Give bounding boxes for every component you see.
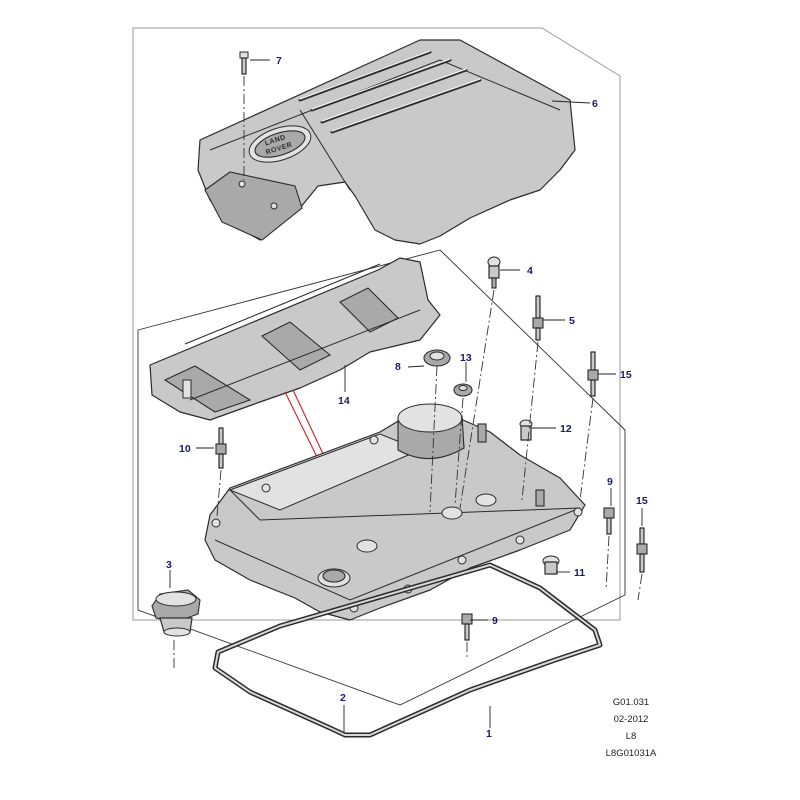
bolt-9-lower (461, 613, 473, 641)
spacer-11 (542, 555, 560, 575)
callout-15-upper: 15 (620, 369, 632, 381)
oil-filler-cap (151, 589, 201, 637)
seal-ring-8 (423, 349, 451, 367)
bolt-9-right (603, 507, 615, 535)
bolt-10 (215, 427, 227, 469)
callout-1: 1 (486, 728, 492, 740)
callout-13: 13 (460, 352, 472, 364)
engine-cover (197, 39, 576, 245)
assembly-frame-upper (132, 27, 621, 621)
callout-12: 12 (560, 423, 572, 435)
ref-date: 02-2012 (613, 714, 649, 725)
callout-6: 6 (592, 98, 598, 110)
callout-8: 8 (395, 361, 401, 373)
stud-bolt-15-lower (636, 527, 648, 573)
callout-9-lower: 9 (492, 615, 498, 627)
oil-baffle (149, 257, 441, 421)
cover-gasket (212, 562, 603, 738)
grommet-13 (453, 383, 473, 397)
callout-9-right: 9 (607, 476, 613, 488)
ref-model: L8 (625, 731, 637, 742)
centerline-bolt-9-right (605, 535, 610, 591)
callout-2: 2 (340, 692, 346, 704)
ref-illustration-code: L8G01031A (605, 748, 657, 759)
callout-4: 4 (527, 265, 533, 277)
callout-5: 5 (569, 315, 575, 327)
camshaft-cover (204, 403, 586, 621)
cover-bolt (239, 51, 249, 75)
centerline-bolt-10 (216, 469, 222, 517)
ref-group-code: G01.031 (612, 697, 650, 708)
callout-10: 10 (179, 443, 191, 455)
plug-12 (519, 419, 533, 441)
stud-bolt-15-upper (587, 351, 599, 397)
centerline-stud-15-lower (637, 573, 643, 601)
callout-15-lower: 15 (636, 495, 648, 507)
callout-3: 3 (166, 559, 172, 571)
stud-bolt-5 (532, 295, 544, 341)
callout-14: 14 (338, 395, 350, 407)
assembly-frame-lower (137, 249, 626, 706)
centerline-stud-5 (521, 341, 539, 501)
leader-lines (169, 59, 643, 732)
breather-valve (487, 256, 501, 289)
callout-11: 11 (574, 567, 585, 579)
centerline-stud-15-upper (579, 397, 594, 501)
centerline-breather (459, 289, 495, 509)
callout-7: 7 (276, 55, 282, 67)
centerline-seal-ring (429, 365, 438, 513)
